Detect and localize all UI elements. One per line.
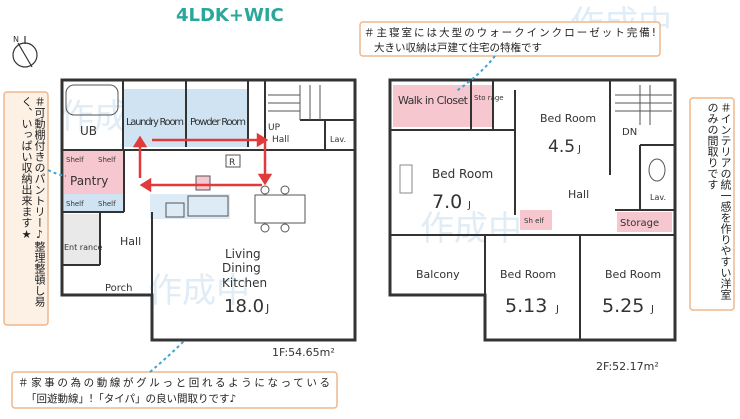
bed-c-size: 5.25 — [602, 295, 644, 317]
ldk-label-2: Dining — [222, 261, 261, 275]
flow-callout-box — [11, 371, 338, 409]
interior-callout-text: ＃インテリアの統一感を作りやすい洋室のみの間取りです — [706, 102, 732, 300]
room-label-hall-upper: Hall — [272, 135, 289, 145]
room-label-shelf-2f: Sh elf — [524, 217, 544, 225]
floor2-inner-walls — [390, 80, 675, 340]
shelf-label: Shelf — [98, 156, 116, 164]
svg-text:N: N — [13, 35, 19, 44]
stairs-1f — [268, 85, 321, 120]
circulation-arrows — [132, 132, 273, 193]
bed-b-size: 5.13 — [505, 295, 547, 317]
watermark-text: 作成中 — [148, 271, 250, 311]
room-label-up: UP — [268, 123, 281, 133]
master-size: 7.0 — [432, 191, 462, 213]
pantry-callout-box — [3, 91, 49, 326]
room-label-laundry: Laundry Room — [126, 117, 184, 128]
floor1-area: 1F:54.65m² — [272, 346, 335, 359]
page-title: 4LDK+WIC — [176, 5, 284, 26]
watermark-text: 作成中 — [420, 209, 522, 249]
room-label-bed-b: Bed Room — [500, 268, 556, 281]
bathtub — [65, 84, 119, 116]
room-label-powder: Powder Room — [190, 117, 246, 128]
chair — [280, 223, 290, 233]
storage-room — [617, 212, 672, 232]
ldk-label-3: Kitchen — [222, 276, 267, 290]
shelf-room — [520, 210, 552, 230]
kitchen-sink — [187, 195, 229, 217]
pantry-callout-pointer — [47, 169, 67, 177]
toilet-fixture — [648, 158, 666, 182]
room-label-lav-2f: Lav. — [650, 193, 666, 202]
bed-c-unit: J — [650, 304, 654, 315]
room-label-porch: Porch — [105, 283, 133, 294]
floor2-plan: Walk in Closet Sto rage Bed Room 4.5 J D… — [388, 78, 677, 373]
storage-small-room — [471, 85, 493, 127]
master-unit: J — [467, 200, 471, 211]
fridge-box — [225, 154, 241, 168]
floor1-inner-walls — [62, 80, 355, 340]
wic-callout-line2: 大きい収納は戸建て住宅の特権です — [374, 41, 542, 54]
shelf-label: Shelf — [66, 200, 84, 208]
fridge-label: R — [229, 158, 235, 168]
room-label-pantry: Pantry — [70, 174, 108, 188]
floor2-area: 2F:52.17m² — [596, 360, 659, 373]
wic-callout-box — [359, 21, 661, 57]
room-label-ub: UB — [80, 124, 97, 138]
dining-table — [254, 194, 306, 224]
room-label-storage-small: Sto rage — [474, 94, 504, 102]
shelf-label: Shelf — [98, 200, 116, 208]
room-label-hall: Hall — [120, 235, 141, 248]
shelf-label: Shelf — [66, 156, 84, 164]
room-label-master: Bed Room — [432, 167, 493, 181]
flow-callout-pointer — [149, 339, 186, 373]
room-label-wic: Walk in Closet — [398, 94, 469, 107]
wic-room — [393, 85, 471, 127]
bed-a-size: 4.5 — [548, 137, 575, 157]
pantry-shelves — [64, 194, 124, 212]
wic-callout-pointer — [454, 55, 496, 93]
pantry-callout-text: ＃可動棚付きのパントリー♪整理整頓し易く、いっぱい収納出来ます★ — [20, 96, 46, 307]
powder-room — [186, 89, 248, 147]
room-label-storage: Storage — [620, 218, 659, 229]
ldk-size: 18.0 — [224, 296, 264, 317]
compass-icon: N — [12, 35, 38, 68]
room-label-dn: DN — [622, 127, 637, 138]
kitchen-counter — [150, 194, 230, 219]
ldk-label-1: Living — [225, 247, 261, 261]
room-label-entrance: Ent rance — [64, 243, 102, 252]
floor2-labels: Walk in Closet Sto rage Bed Room 4.5 J D… — [398, 94, 666, 317]
chair — [260, 223, 270, 233]
room-label-bed-a: Bed Room — [540, 112, 596, 125]
laundry-room — [123, 89, 186, 147]
floor1-plan: R UB Laundry Room Powder Room UP Hall La… — [60, 78, 357, 359]
ldk-unit: J — [265, 302, 269, 315]
flow-callout-line2: 「回遊動線」!「タイパ」の良い間取りです♪ — [26, 392, 236, 405]
stairs-2f — [615, 85, 672, 125]
room-label-balcony: Balcony — [416, 268, 460, 281]
appliance-box — [165, 202, 185, 218]
chair — [260, 185, 270, 195]
room-label-bed-c: Bed Room — [605, 268, 661, 281]
bed-a-unit: J — [577, 144, 581, 155]
bed-b-unit: J — [555, 304, 559, 315]
floor1-labels: UB Laundry Room Powder Room UP Hall Lav.… — [64, 117, 346, 317]
stove-box — [195, 175, 211, 191]
bed-outline — [399, 164, 413, 194]
wic-callout-line1: ＃主寝室には大型のウォークインクローゼット完備! — [364, 26, 656, 39]
room-label-lav1: Lav. — [330, 135, 346, 144]
chair — [280, 185, 290, 195]
entrance-floor — [62, 214, 100, 264]
interior-callout-box — [689, 97, 735, 311]
room-label-hall-2f: Hall — [568, 188, 589, 201]
pantry-room — [64, 150, 124, 194]
